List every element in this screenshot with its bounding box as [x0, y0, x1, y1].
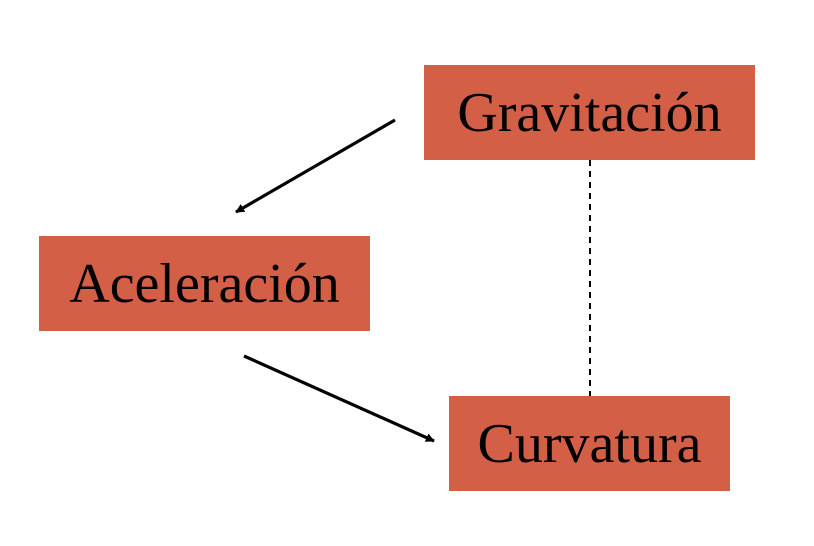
node-curvatura: Curvatura	[449, 396, 730, 491]
node-curvatura-label: Curvatura	[477, 412, 702, 475]
arrow-gravitacion-to-aceleracion	[235, 118, 396, 214]
node-aceleracion: Aceleración	[39, 236, 370, 331]
arrow-aceleracion-to-curvatura	[243, 354, 435, 443]
node-gravitacion-label: Gravitación	[457, 81, 722, 144]
node-aceleracion-label: Aceleración	[69, 252, 340, 315]
node-gravitacion: Gravitación	[424, 65, 755, 160]
